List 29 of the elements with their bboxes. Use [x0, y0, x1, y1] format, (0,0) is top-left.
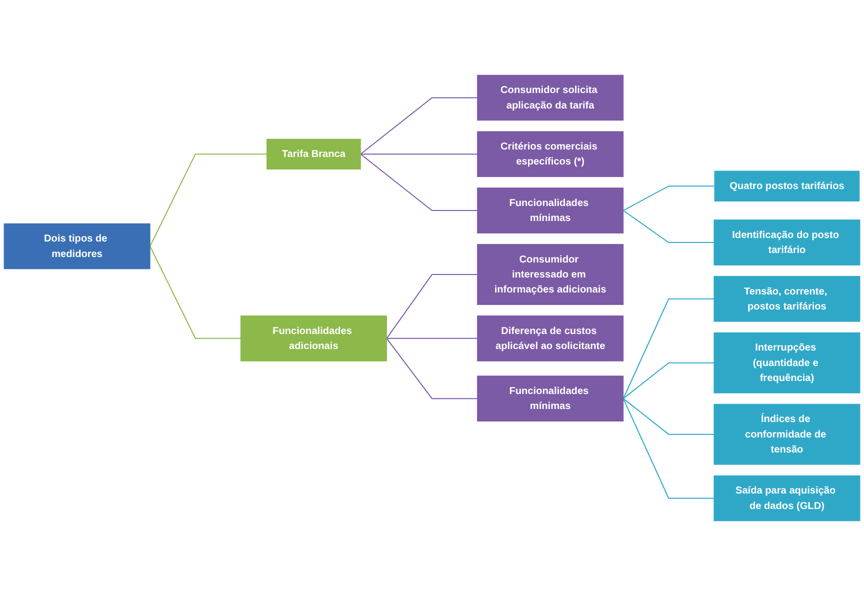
connector — [150, 154, 267, 246]
node-box: Interrupções (quantidade e frequência) — [714, 332, 860, 394]
connector — [622, 298, 714, 399]
node-box: Identificação do posto tarifário — [714, 220, 860, 266]
connector — [623, 362, 714, 399]
node-box: Funcionalidades mínimas — [477, 188, 624, 234]
connector — [386, 338, 478, 400]
node-box: Índices de conformidade de tensão — [714, 404, 860, 465]
connector — [623, 398, 714, 435]
node-box: Diferença de custos aplicável ao solicitante — [477, 316, 624, 362]
node-box: Consumidor interessado em informações adicionais — [477, 244, 624, 305]
node-box: Funcionalidades adicionais — [240, 316, 387, 362]
connector — [386, 338, 478, 339]
node-box: Critérios comerciais específicos (*) — [477, 131, 624, 178]
connector — [360, 154, 478, 212]
node-box: Saída para aquisição de dados (GLD) — [714, 475, 860, 522]
connector — [360, 154, 478, 155]
node-box: Tensão, corrente, postos tarifários — [714, 276, 860, 322]
node-box: Dois tipos de medidores — [4, 223, 150, 270]
connector — [623, 210, 714, 243]
node-box: Consumidor solicita aplicação da tarifa — [477, 74, 624, 121]
connector — [622, 398, 714, 499]
node-box: Funcionalidades mínimas — [477, 376, 624, 422]
connector — [623, 186, 714, 211]
node-box: Quatro postos tarifários — [714, 170, 860, 202]
connector — [360, 97, 478, 155]
connector — [150, 246, 241, 339]
connector — [386, 274, 478, 339]
node-box: Tarifa Branca — [266, 138, 361, 170]
